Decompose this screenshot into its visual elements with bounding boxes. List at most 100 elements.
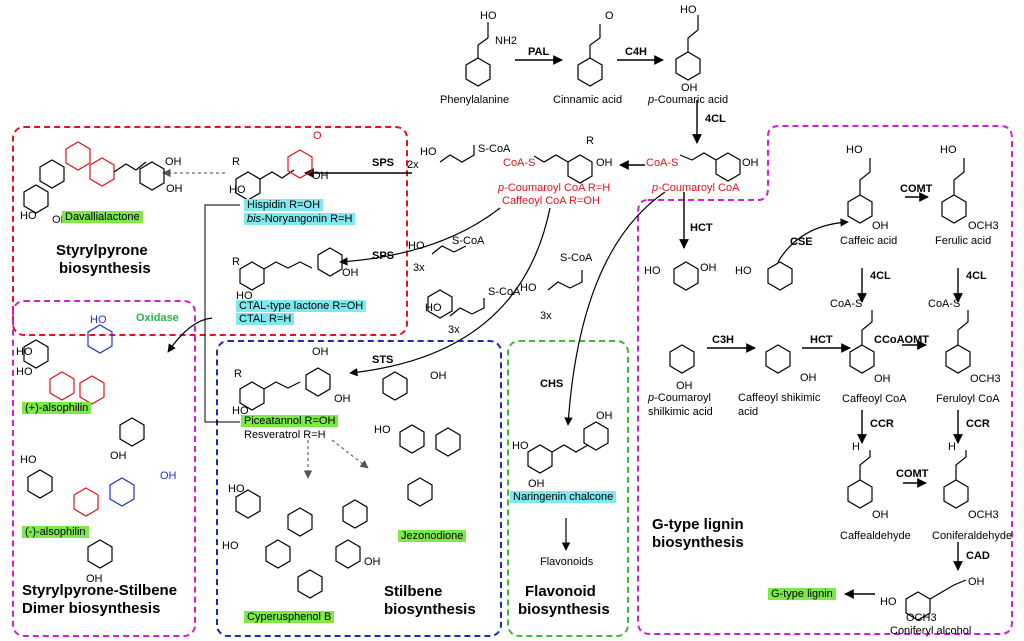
compound-p-coumaroyl-coa: p-Coumaroyl CoA R=H	[498, 182, 611, 194]
atom-label: S-CoA	[488, 286, 521, 298]
atom-label: OH	[110, 450, 127, 462]
atom-label: S-CoA	[452, 235, 485, 247]
compound-bis-noryangonin: bis-Noryangonin R=H	[244, 213, 356, 226]
atom-label: OH	[312, 170, 329, 182]
atom-label: OH	[334, 393, 351, 405]
enzyme-cad: CAD	[966, 550, 990, 562]
atom-label: OH	[312, 346, 329, 358]
atom-label: HO	[940, 144, 957, 156]
atom-label: OH	[430, 370, 447, 382]
atom-label: HO	[374, 424, 391, 436]
enzyme-comt-1: COMT	[900, 183, 933, 195]
arrow-chs	[564, 191, 666, 426]
section-title-stilbene-2: biosynthesis	[384, 601, 476, 618]
atom-label: HO	[520, 282, 537, 294]
compound-naringenin-chalcone: Naringenin chalcone	[510, 491, 617, 504]
dimer-box	[12, 300, 196, 637]
atom-label: HO	[222, 540, 239, 552]
compound-caffeic-acid: Caffeic acid	[840, 235, 898, 247]
arrow-sts	[349, 207, 551, 377]
enzyme-oxidase: Oxidase	[136, 312, 179, 324]
enzyme-4cl-b: 4CL	[870, 270, 891, 282]
enzyme-chs: CHS	[540, 378, 564, 390]
lignin-box	[637, 125, 1013, 635]
atom-label: HO	[16, 366, 33, 378]
atom-label: OCH3	[970, 373, 1001, 385]
atom-label: HO	[236, 290, 253, 302]
compound-cinnamic-acid: Cinnamic acid	[553, 94, 623, 106]
atom-label: S-CoA	[560, 252, 593, 264]
enzyme-4cl: 4CL	[705, 113, 726, 125]
section-title-styrylpyrone: Styrylpyrone	[56, 242, 148, 259]
enzyme-hct-2: HCT	[810, 334, 833, 346]
atom-label: O	[313, 130, 322, 142]
atom-label: O	[605, 10, 614, 22]
compound-caffealdehyde: Caffealdehyde	[840, 530, 911, 542]
multiplier-3x: 3x	[413, 262, 425, 274]
atom-label: HO	[16, 346, 33, 358]
atom-label: HO	[425, 302, 442, 314]
atom-label: OH	[342, 267, 359, 279]
atom-label: R	[234, 368, 242, 380]
atom-label: OH	[681, 82, 698, 94]
compound-coniferyl-alcohol: Coniferyl alcohol	[890, 625, 972, 637]
compound-piceatannol: Piceatannol R=OH	[241, 415, 339, 428]
compound-p-coumaric-acid: p-Coumaric acid	[648, 94, 729, 106]
section-title-dimer: Styrylpyrone-Stilbene	[22, 582, 178, 599]
atom-label: R	[586, 135, 594, 147]
enzyme-sts: STS	[372, 354, 394, 366]
compound-ctal-type: CTAL-type lactone R=OH	[236, 300, 367, 313]
enzyme-cse: CSE	[790, 236, 813, 248]
multiplier-2x: 2x	[407, 159, 419, 171]
atom-label: HO	[644, 265, 661, 277]
bracket-line	[204, 204, 240, 423]
atom-label: OH	[596, 157, 613, 169]
atom-label: HO	[90, 314, 107, 326]
compound-hispidin: Hispidin R=OH	[244, 199, 324, 212]
section-title-flavonoid: Flavonoid	[525, 583, 596, 600]
compound-phenylalanine: Phenylalanine	[440, 94, 510, 106]
arrow-oxidase	[167, 317, 213, 353]
compound-caffeoyl-shikimic-2: acid	[738, 406, 759, 418]
atom-label: CoA-S	[646, 157, 679, 169]
section-title-stilbene: Stilbene	[384, 583, 443, 600]
atom-label: OH	[800, 372, 817, 384]
atom-label: CoA-S	[830, 298, 863, 310]
atom-label: HO	[680, 4, 697, 16]
compound-flavonoids: Flavonoids	[540, 556, 594, 568]
atom-label: OH	[160, 470, 177, 482]
compound-jezonodione: Jezonodione	[398, 530, 467, 543]
atom-label: S-CoA	[478, 143, 511, 155]
atom-label: OH	[166, 183, 183, 195]
enzyme-pal: PAL	[528, 46, 550, 58]
compound-shikimic-acid: shilkimic acid	[648, 406, 713, 418]
atom-label: OH	[676, 380, 693, 392]
atom-label: H	[948, 441, 956, 453]
atom-label: HO	[512, 440, 529, 452]
atom-label: H	[852, 441, 860, 453]
compound-caffeoyl-coa-2: Caffeoyl CoA	[842, 393, 907, 405]
section-title-lignin-2: biosynthesis	[652, 534, 744, 551]
compound-ferulic-acid: Ferulic acid	[935, 235, 992, 247]
atom-label: HO	[846, 144, 863, 156]
section-title-styrylpyrone-2: biosynthesis	[59, 260, 151, 277]
enzyme-hct-1: HCT	[690, 222, 713, 234]
enzyme-sps-1: SPS	[372, 157, 395, 169]
atom-label: HO	[20, 454, 37, 466]
atom-label: HO	[228, 483, 245, 495]
compound-resveratrol: Resveratrol R=H	[244, 429, 326, 441]
enzyme-sps-2: SPS	[372, 250, 395, 262]
atom-label: OH	[86, 573, 103, 585]
compound-cyperusphenol-b: Cyperusphenol B	[244, 611, 335, 624]
compound-caffeoyl-shikimic: Caffeoyl shikimic	[738, 392, 821, 404]
atom-label: OH	[700, 262, 717, 274]
arrow-sps2	[339, 207, 501, 266]
enzyme-comt-2: COMT	[896, 468, 929, 480]
atom-label: OH	[165, 156, 182, 168]
enzyme-4cl-c: 4CL	[966, 270, 987, 282]
compound-davallialactone: Davallialactone	[62, 211, 143, 224]
enzyme-c4h: C4H	[625, 46, 648, 58]
atom-label: R	[232, 256, 240, 268]
multiplier-3x: 3x	[540, 310, 552, 322]
